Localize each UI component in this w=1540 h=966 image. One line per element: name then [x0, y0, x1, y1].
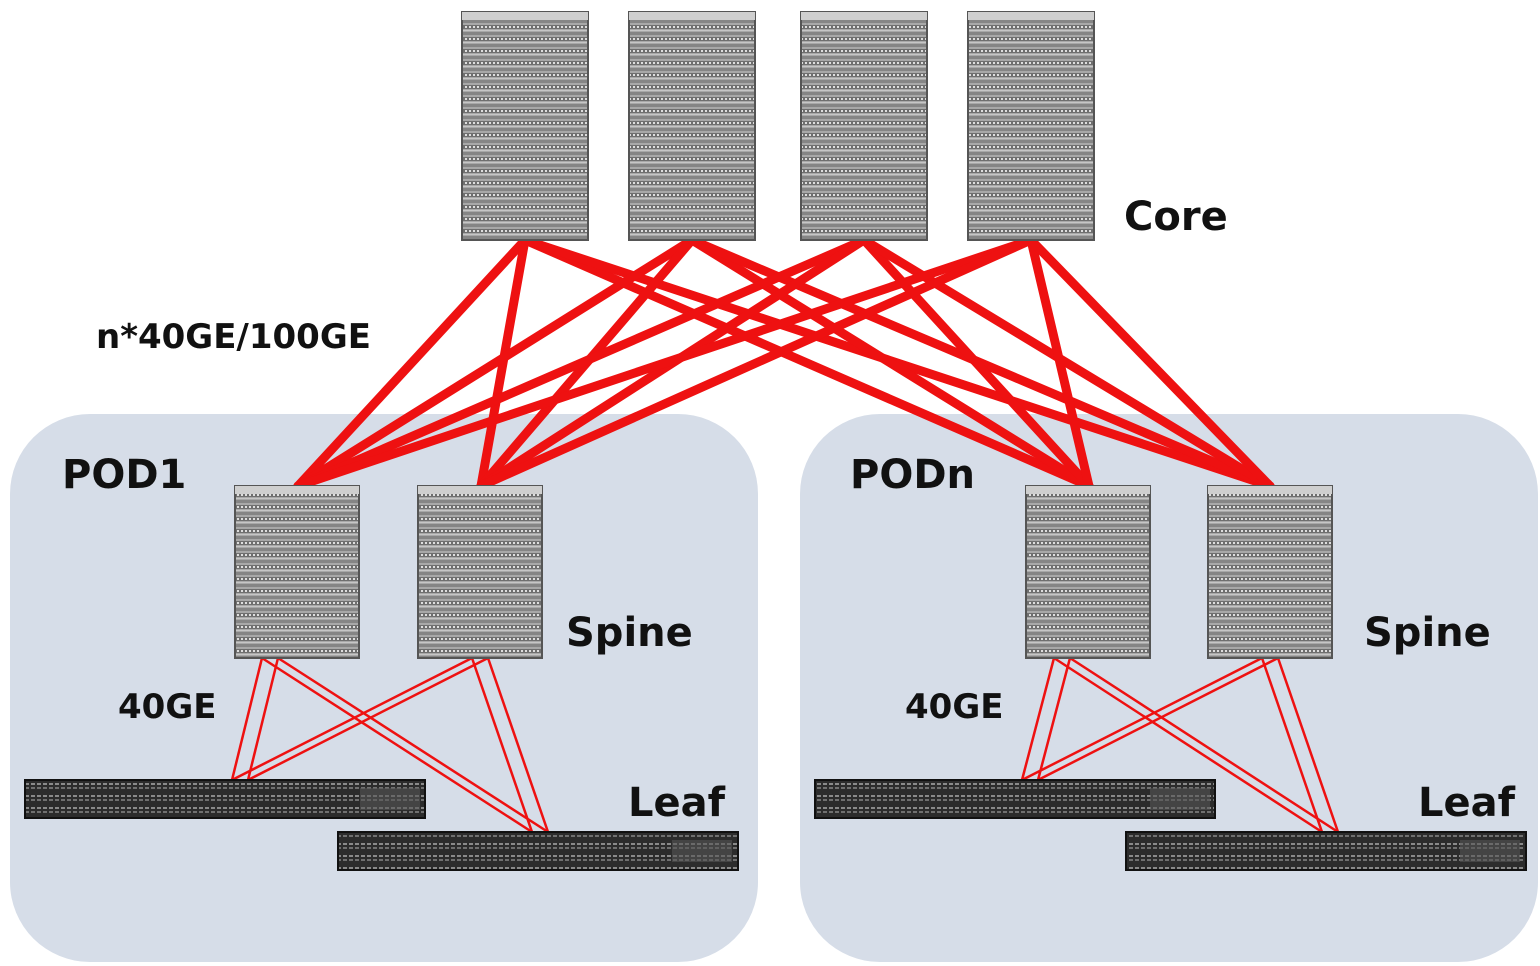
pod1-spine-switch-2	[417, 485, 543, 659]
spine-leaf-link-16	[1276, 657, 1340, 833]
core-uplink-7	[687, 235, 1094, 491]
spine-leaf-link-13	[1021, 656, 1263, 782]
spine-leaf-link-3	[261, 656, 533, 834]
spine-leaf-link-12	[1069, 656, 1339, 834]
pod1-leaf-label: Leaf	[628, 780, 726, 826]
core-switch-1	[461, 11, 589, 241]
spine-leaf-link-1	[230, 657, 264, 781]
pod1-spine-switch-1	[234, 485, 360, 659]
podn-leaf-switch-2	[1125, 831, 1527, 871]
podn-spine-switch-1	[1025, 485, 1151, 659]
core-uplink-16	[1026, 235, 1275, 491]
pod1-leaf-switch-2	[337, 831, 739, 871]
spine-leaf-link-6	[247, 656, 489, 782]
spine-leaf-link-10	[1036, 657, 1072, 781]
core-uplink-13	[293, 235, 1036, 491]
podn-link-label: 40GE	[905, 687, 1003, 727]
core-switch-3	[800, 11, 928, 241]
core-uplink-15	[1026, 235, 1094, 491]
podn-leaf-switch-1	[814, 779, 1216, 819]
pod1-link-label: 40GE	[118, 687, 216, 727]
spine-leaf-link-11	[1053, 656, 1323, 834]
core-uplink-5	[293, 235, 697, 491]
spine-leaf-link-14	[1037, 656, 1279, 782]
core-uplink-9	[293, 235, 869, 491]
core-uplinks	[293, 235, 1275, 491]
core-switch-4	[967, 11, 1095, 241]
core-uplink-1	[293, 235, 530, 491]
spine-leaf-link-2	[246, 657, 280, 781]
pod1-spine-label: Spine	[566, 610, 693, 656]
core-link-label: n*40GE/100GE	[96, 317, 371, 357]
spine-leaf-links	[230, 656, 1340, 834]
podn-spine-label: Spine	[1364, 610, 1491, 656]
spine-leaf-link-15	[1260, 657, 1324, 833]
podn-spine-switch-2	[1207, 485, 1333, 659]
podn-area	[800, 414, 1538, 962]
spine-leaf-link-8	[486, 657, 550, 833]
spine-leaf-link-5	[231, 656, 473, 782]
podn-label: PODn	[850, 452, 975, 498]
podn-leaf-label: Leaf	[1418, 780, 1516, 826]
pod1-area	[10, 414, 758, 962]
spine-leaf-link-7	[470, 657, 534, 833]
core-uplink-14	[476, 235, 1036, 491]
pod1-leaf-switch-1	[24, 779, 426, 819]
core-label: Core	[1124, 194, 1228, 240]
core-switch-2	[628, 11, 756, 241]
pod1-label: POD1	[62, 452, 186, 498]
spine-leaf-link-4	[277, 656, 549, 834]
spine-leaf-link-9	[1020, 657, 1056, 781]
